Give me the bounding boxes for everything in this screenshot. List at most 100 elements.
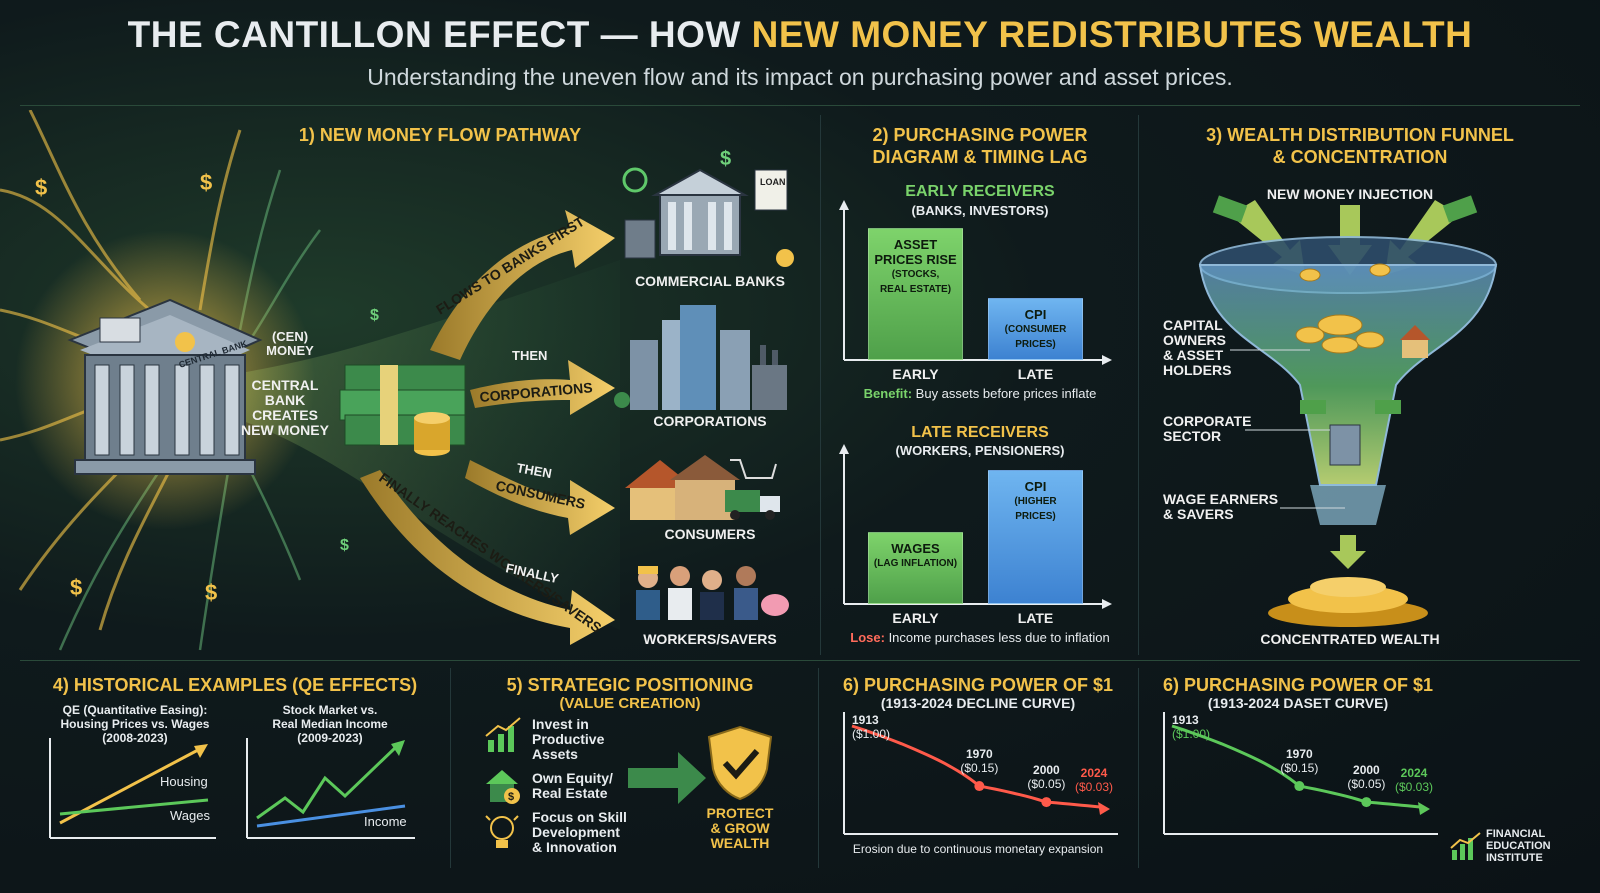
section6a-subtitle: (1913-2024 DECLINE CURVE): [880, 695, 1076, 711]
chart1-title: QE (Quantitative Easing): Housing Prices…: [60, 703, 210, 745]
strategy-arrow: [628, 752, 706, 804]
curve-value-label-b-2024: ($0.03): [1395, 780, 1433, 794]
commercial-bank-icon: LOAN $: [622, 148, 794, 267]
curve-point-b-1970: [1294, 781, 1305, 792]
late-bar2-sub: (HIGHER PRICES): [1014, 496, 1057, 522]
curve-year-label-a-1970: 1970: [966, 747, 993, 761]
then-label-2: THEN: [515, 460, 552, 481]
shield-check-icon: [707, 725, 773, 801]
curve-value-label-a-1970: ($0.15): [960, 761, 998, 775]
tier-leader-lines: [1230, 349, 1345, 509]
destination-consumers: CONSUMERS: [664, 526, 756, 542]
curve-value-label-a-2024: ($0.03): [1075, 780, 1113, 794]
svg-text:$: $: [340, 537, 349, 554]
curve-arrowhead-a: [1098, 802, 1110, 816]
early-bar2-title: CPI: [1024, 307, 1047, 322]
section5-title: 5) STRATEGIC POSITIONING: [506, 675, 754, 695]
printer-text-1: (CEN): [271, 329, 309, 344]
printer-text: (CEN)MONEY: [240, 330, 340, 358]
strategy-item-equity: Own Equity/ Real Estate: [532, 770, 613, 801]
late-wages-bar: WAGES (LAG INFLATION): [868, 532, 963, 604]
late-cpi-bar: CPI (HIGHER PRICES): [988, 470, 1083, 604]
svg-text:$: $: [70, 575, 82, 600]
early-axes: [839, 200, 1112, 365]
injection-label: NEW MONEY INJECTION: [1266, 186, 1434, 202]
destination-workers-savers: WORKERS/SAVERS: [643, 631, 777, 647]
early-x-late: LATE: [1017, 366, 1054, 382]
middle-divider: [20, 660, 1580, 661]
wages-line: [59, 798, 209, 816]
house-dollar-icon: $: [486, 770, 520, 804]
then-label-1: THEN: [512, 348, 547, 363]
header-divider: [20, 105, 1580, 106]
daset-curve-chart: 1913($1.00)1970($0.15)2000($0.05)2024($0…: [1163, 712, 1438, 835]
late-heading: LATE RECEIVERS: [911, 424, 1049, 441]
early-bar2-sub: (CONSUMER PRICES): [1004, 324, 1067, 350]
lose-text: Income purchases less due to inflation: [884, 630, 1110, 645]
loan-label: LOAN: [760, 177, 786, 187]
early-x-early: EARLY: [892, 366, 939, 382]
late-x-late: LATE: [1017, 610, 1054, 626]
section5-subtitle: (VALUE CREATION): [559, 695, 701, 712]
curve-value-label-b-1913: ($1.00): [1172, 727, 1210, 741]
section6b-subtitle: (1913-2024 DASET CURVE): [1207, 695, 1389, 711]
divider-2-3: [1138, 115, 1139, 655]
section6b-title: 6) PURCHASING POWER OF $1: [1162, 675, 1434, 695]
late-note: Lose: Income purchases less due to infla…: [830, 630, 1130, 645]
early-cpi-bar: CPI (CONSUMER PRICES): [988, 298, 1083, 360]
institute-logo-text: FINANCIAL EDUCATION INSTITUTE: [1486, 828, 1551, 864]
chart2-title: Stock Market vs. Real Median Income (200…: [272, 703, 388, 745]
lightbulb-icon: [485, 815, 519, 848]
curve-value-label-b-2000: ($0.05): [1347, 777, 1385, 791]
title-plain: THE CANTILLON EFFECT — HOW: [127, 14, 752, 55]
late-x-early: EARLY: [892, 610, 939, 626]
section6a-note: Erosion due to continuous monetary expan…: [852, 842, 1104, 856]
stock-line: [256, 746, 397, 820]
lose-label: Lose:: [850, 630, 885, 645]
curve-year-label-a-2024: 2024: [1081, 766, 1108, 780]
divider-1-2: [820, 115, 821, 655]
money-pile-icon: [339, 364, 466, 456]
money-flow-diagram: CENTRAL BANK $$$$ $$$ FLOWS TO BANKS FIR…: [0, 110, 794, 651]
destination-corporations: CORPORATIONS: [653, 413, 767, 429]
early-asset-bar: ASSET PRICES RISE (STOCKS, REAL ESTATE): [868, 228, 963, 360]
chart1-wages-label: Wages: [170, 808, 210, 823]
curve-year-label-a-1913: 1913: [852, 713, 879, 727]
early-bar1-title: ASSET PRICES RISE: [874, 237, 957, 267]
late-sub: (WORKERS, PENSIONERS): [895, 443, 1065, 458]
section6a-title: 6) PURCHASING POWER OF $1: [842, 675, 1114, 695]
central-bank-icon: CENTRAL BANK: [67, 298, 263, 475]
curve-year-label-b-1913: 1913: [1172, 713, 1199, 727]
consumers-icon: [625, 455, 780, 520]
svg-text:$: $: [720, 148, 731, 170]
institute-logo-icon: [1450, 832, 1481, 860]
housing-wages-chart: [49, 738, 216, 839]
benefit-text: Buy assets before prices inflate: [912, 386, 1097, 401]
benefit-label: Benefit:: [863, 386, 913, 401]
early-heading: EARLY RECEIVERS: [905, 183, 1055, 200]
strategy-item-skills: Focus on Skill Development & Innovation: [532, 809, 627, 855]
divider-6a-6b: [1138, 668, 1139, 868]
svg-text:$: $: [508, 791, 514, 803]
destination-commercial-banks: COMMERCIAL BANKS: [635, 273, 785, 289]
tier-corporate: CORPORATE SECTOR: [1163, 413, 1252, 444]
curve-point-b-2000: [1361, 797, 1372, 808]
svg-text:$: $: [200, 170, 212, 195]
svg-text:$: $: [35, 175, 47, 200]
curve-value-label-b-1970: ($0.15): [1280, 761, 1318, 775]
section3-title: 3) WEALTH DISTRIBUTION FUNNEL & CONCENTR…: [1206, 125, 1514, 167]
tier-capital-owners: CAPITAL OWNERS & ASSET HOLDERS: [1163, 317, 1232, 378]
section2-title: 2) PURCHASING POWER DIAGRAM & TIMING LAG: [872, 125, 1088, 167]
curve-year-label-a-2000: 2000: [1033, 763, 1060, 777]
corporations-icon: [614, 305, 787, 410]
central-bank-creates-label: CENTRAL BANK CREATES NEW MONEY: [241, 377, 329, 438]
chart1-housing-label: Housing: [160, 774, 208, 789]
concentrated-wealth-label: CONCENTRATED WEALTH: [1260, 631, 1440, 647]
page-subtitle: Understanding the uneven flow and its im…: [367, 64, 1233, 90]
page-title: THE CANTILLON EFFECT — HOW NEW MONEY RED…: [0, 14, 1600, 56]
curve-value-label-a-1913: ($1.00): [852, 727, 890, 741]
shield-label: PROTECT & GROW WEALTH: [706, 805, 774, 851]
growth-chart-icon: [485, 717, 521, 752]
late-axes: [839, 444, 1112, 609]
title-accent: NEW MONEY REDISTRIBUTES WEALTH: [751, 14, 1473, 55]
